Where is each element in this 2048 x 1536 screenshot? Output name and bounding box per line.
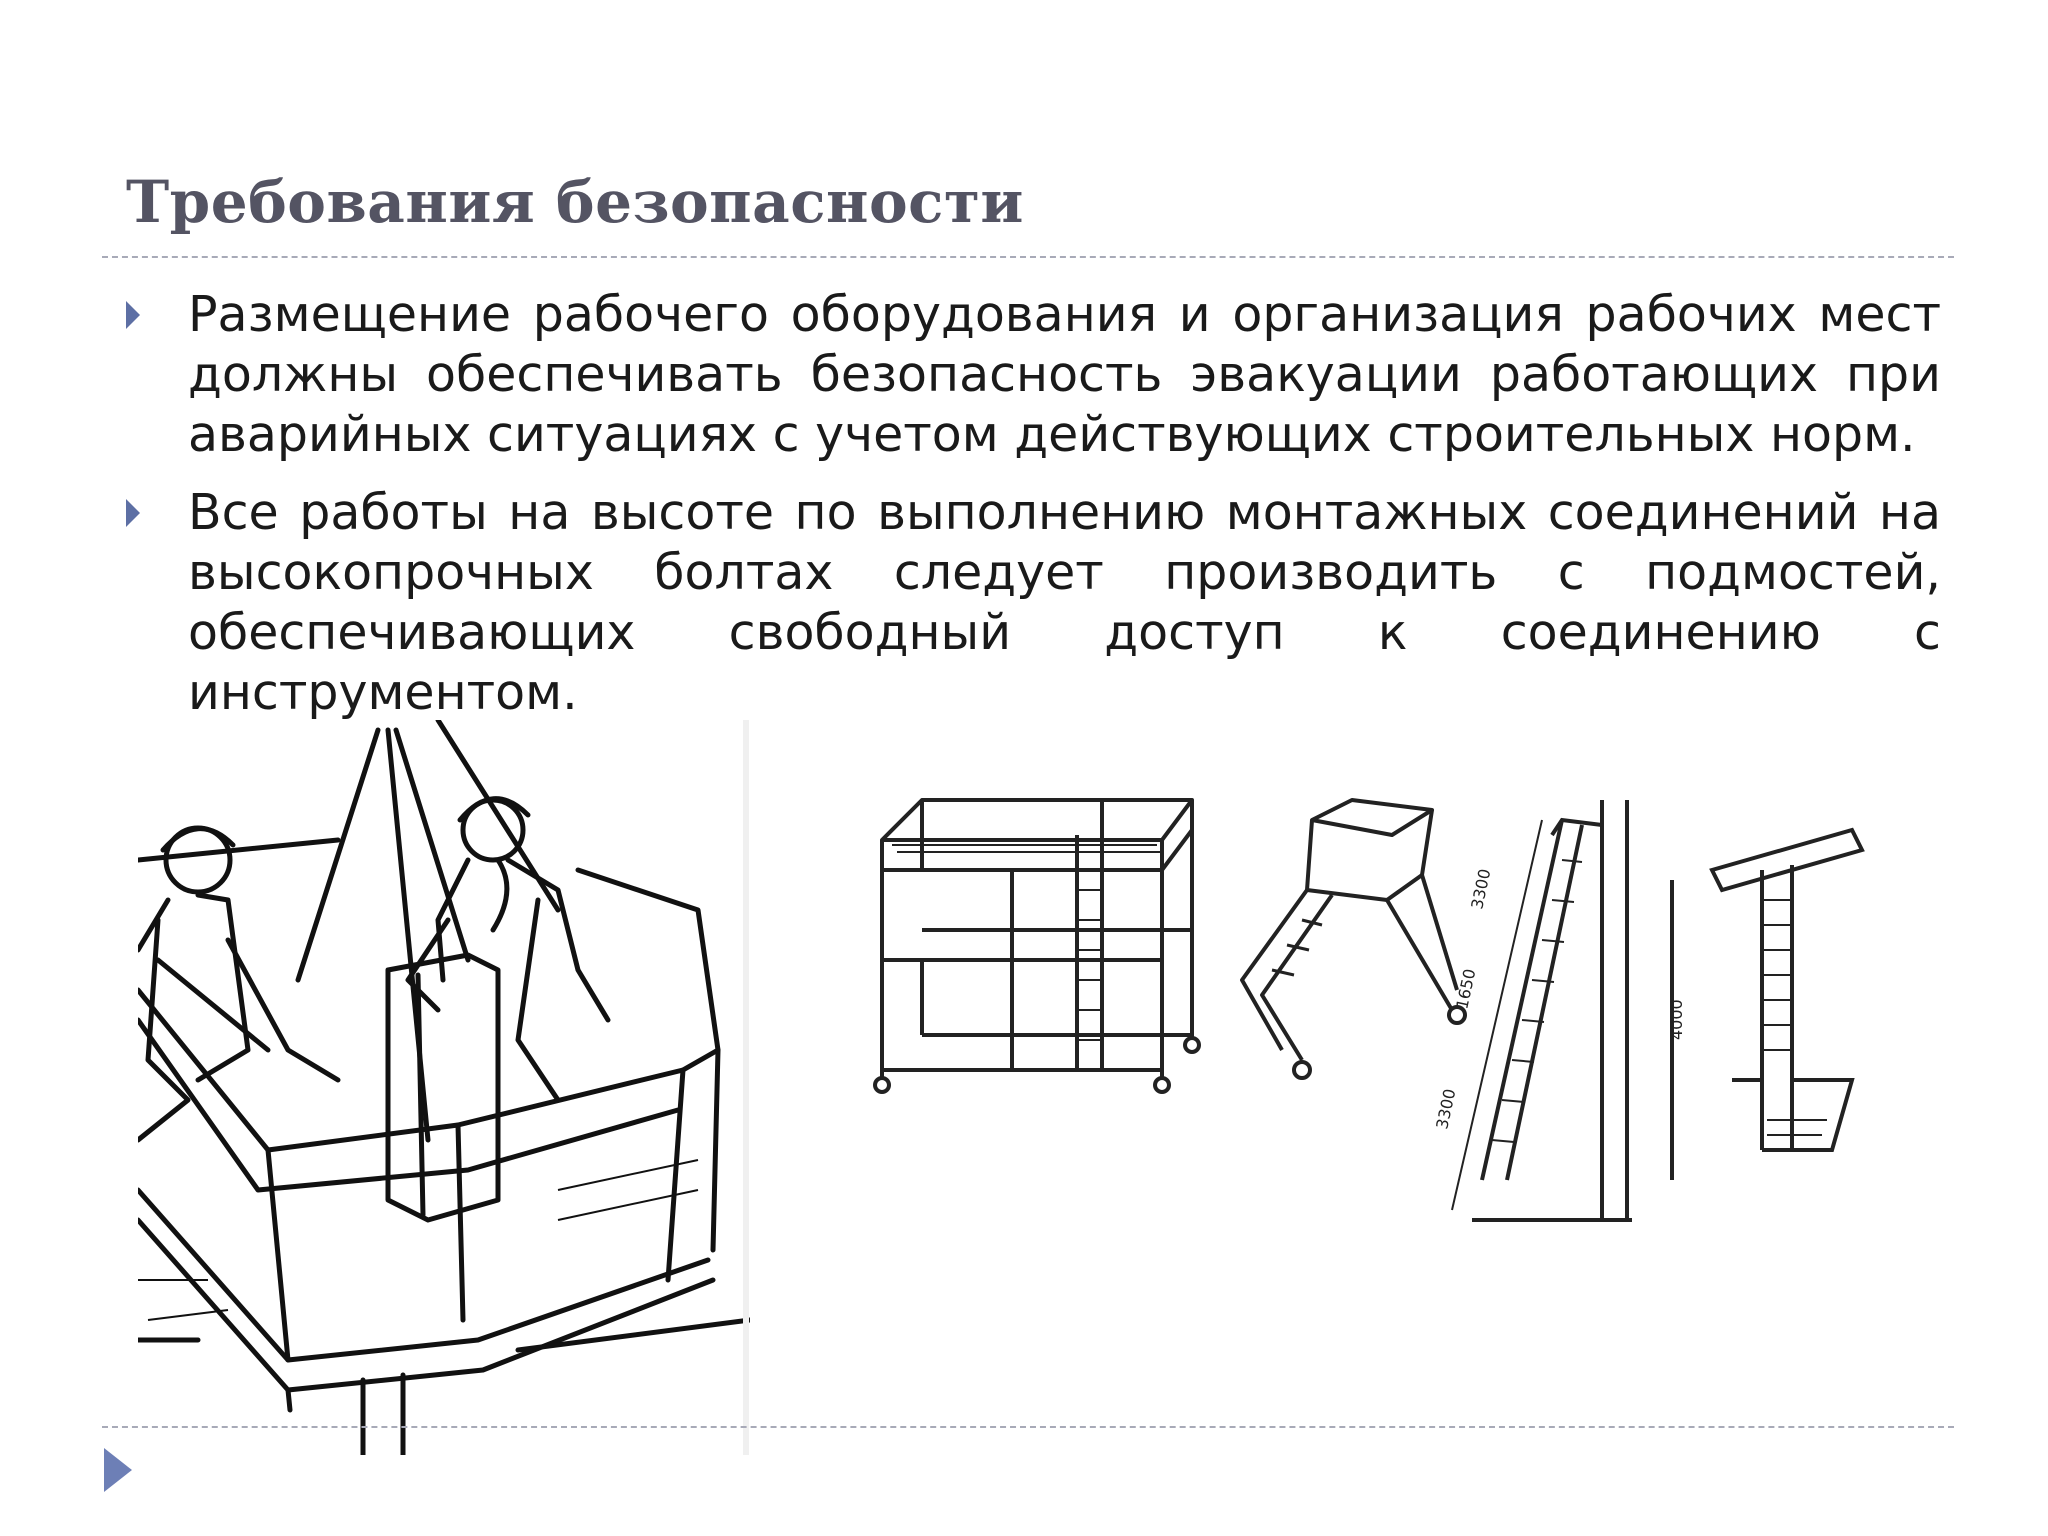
footer-divider (102, 1426, 1954, 1428)
bullet-list: Размещение рабочего оборудования и орган… (126, 285, 1941, 741)
triangle-right-icon (126, 301, 140, 329)
triangle-right-icon (104, 1448, 132, 1492)
title-divider (102, 256, 1954, 258)
bullet-text: Все работы на высоте по выполнению монта… (188, 484, 1941, 721)
dimension-label-4: 4000 (1667, 999, 1686, 1040)
slide-title: Требования безопасности (126, 168, 1024, 236)
dimension-label-1: 3300 (1467, 867, 1494, 911)
basket-workers-illustration (138, 720, 750, 1455)
bullet-text: Размещение рабочего оборудования и орган… (188, 286, 1941, 463)
dimension-label-3: 3300 (1432, 1087, 1459, 1131)
dimension-label-2: 1650 (1452, 967, 1479, 1011)
scaffolding-ladders-illustration: 3300 1650 3300 4000 (862, 780, 1902, 1250)
image-separator (743, 720, 749, 1455)
bullet-item: Все работы на высоте по выполнению монта… (126, 483, 1941, 723)
triangle-right-icon (126, 499, 140, 527)
bullet-item: Размещение рабочего оборудования и орган… (126, 285, 1941, 465)
